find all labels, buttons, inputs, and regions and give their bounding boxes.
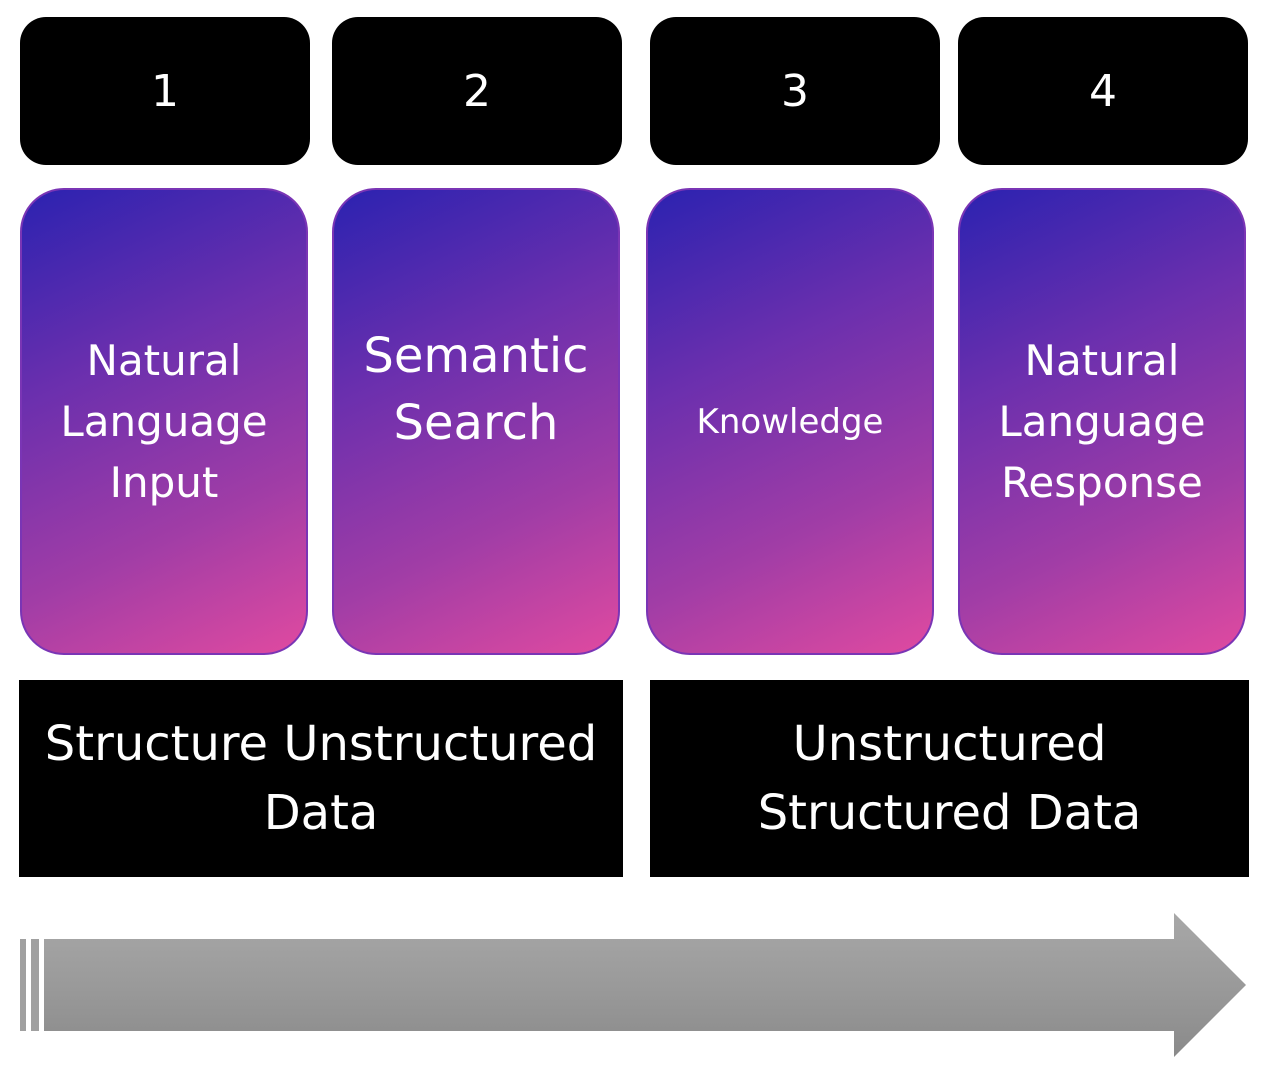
step-number-4-text: 4	[1089, 65, 1117, 117]
step-card-2-label: Semantic Search	[363, 327, 589, 451]
step-number-3: 3	[650, 17, 940, 165]
phase-box-1-label: Structure Unstructured Data	[44, 715, 598, 841]
step-card-1: Natural Language Input	[20, 188, 308, 655]
step-number-1-text: 1	[151, 65, 179, 117]
phase-box-1: Structure Unstructured Data	[19, 680, 623, 877]
arrow-tail-stripe-1	[20, 939, 26, 1031]
phase-box-2-label: Unstructured Structured Data	[757, 715, 1142, 841]
step-number-3-text: 3	[781, 65, 809, 117]
step-card-4-label: Natural Language Response	[998, 336, 1206, 507]
step-number-4: 4	[958, 17, 1248, 165]
step-number-1: 1	[20, 17, 310, 165]
step-card-2: Semantic Search	[332, 188, 620, 655]
step-number-2: 2	[332, 17, 622, 165]
step-card-4: Natural Language Response	[958, 188, 1246, 655]
step-number-2-text: 2	[463, 65, 491, 117]
step-card-3-label: Knowledge	[696, 401, 884, 442]
step-card-3: Knowledge	[646, 188, 934, 655]
step-card-1-label: Natural Language Input	[60, 336, 268, 507]
arrow-body	[44, 913, 1246, 1057]
arrow-tail-stripe-2	[31, 939, 39, 1031]
phase-box-2: Unstructured Structured Data	[650, 680, 1249, 877]
